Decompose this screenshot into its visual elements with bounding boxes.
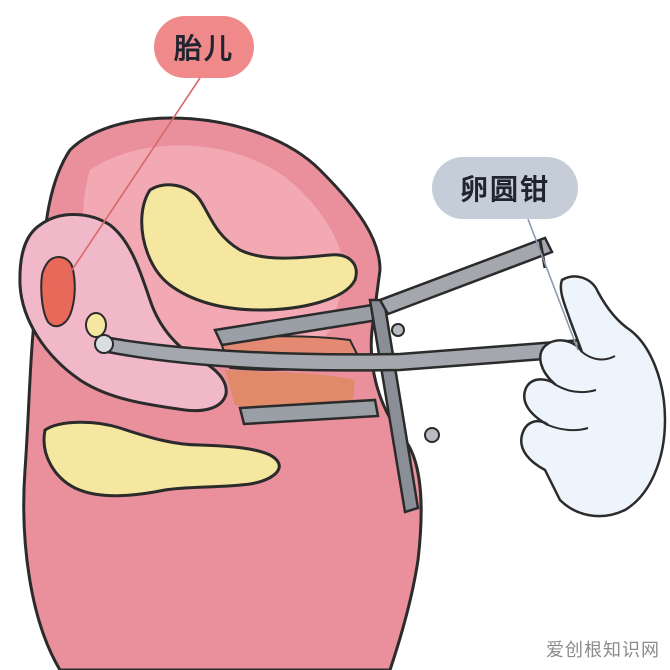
lower-fat bbox=[42, 420, 281, 498]
speculum-lower-blade bbox=[238, 398, 380, 426]
fetus-label: 胎儿 bbox=[154, 16, 254, 78]
speculum-screw-bottom bbox=[424, 427, 440, 443]
forceps-upper-arm bbox=[378, 236, 554, 316]
speculum-screw-top bbox=[391, 323, 405, 337]
gloved-hand bbox=[519, 275, 667, 518]
glove-finger-lines bbox=[547, 351, 616, 432]
ovary bbox=[85, 312, 107, 338]
canal-lower bbox=[225, 370, 355, 410]
forceps-label: 卵圆钳 bbox=[432, 157, 578, 219]
fetus bbox=[40, 256, 76, 328]
forceps-pointer-line bbox=[527, 218, 579, 351]
forceps-tip bbox=[94, 334, 114, 354]
upper-fat bbox=[140, 183, 358, 312]
watermark-text: 爱创根知识网 bbox=[546, 640, 660, 661]
fetus-pointer-line bbox=[61, 77, 201, 286]
